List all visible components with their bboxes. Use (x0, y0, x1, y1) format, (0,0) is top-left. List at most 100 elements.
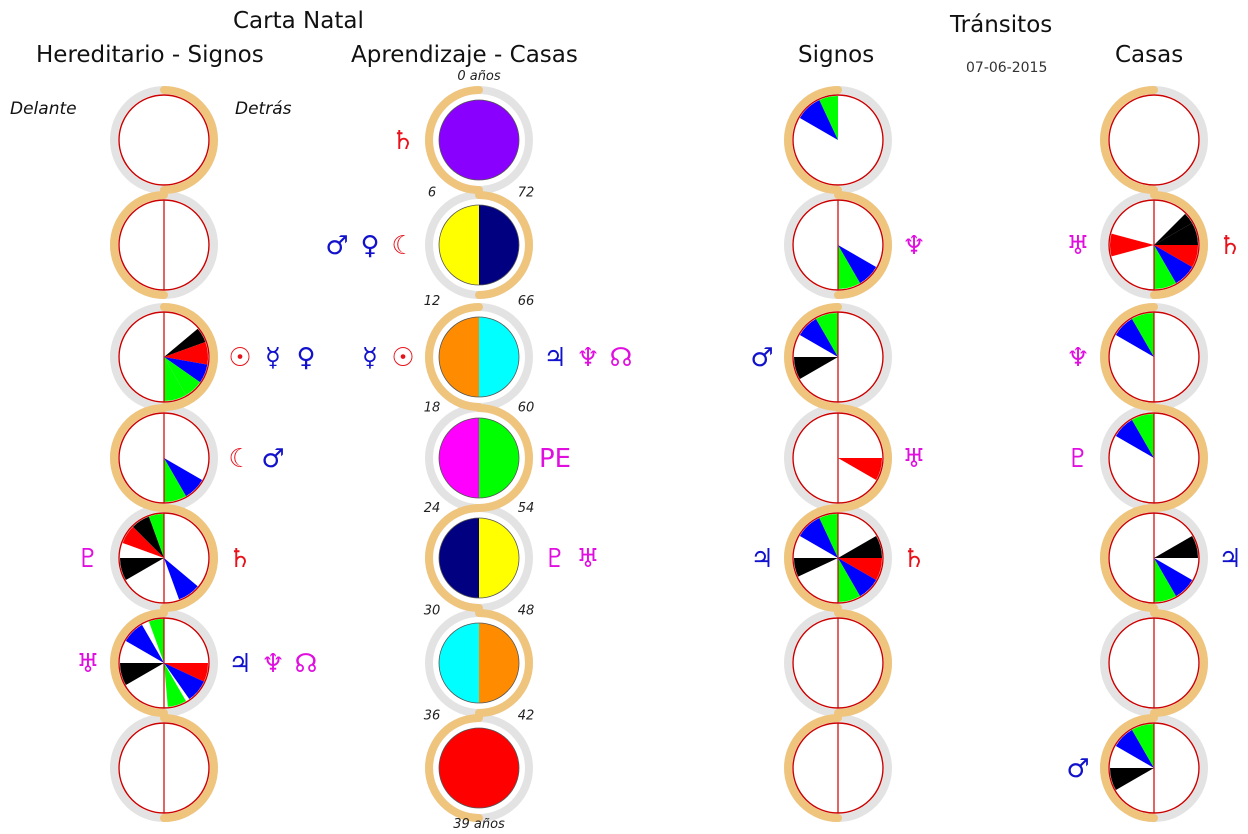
saturn-icon: ♄ (1218, 231, 1241, 261)
ribbon-segment (784, 303, 842, 411)
wheel-sector (1154, 536, 1198, 558)
disc-outline (438, 417, 520, 499)
signos-header: Signos (798, 42, 875, 68)
pe-label: PE (539, 444, 571, 474)
jupiter-icon: ♃ (543, 343, 566, 373)
wheel-sector (816, 313, 838, 357)
disc-outline (438, 204, 520, 286)
wheel-sector (148, 514, 164, 558)
disc-left-half (439, 518, 479, 598)
wheel-sector (1154, 245, 1193, 284)
wheel (118, 512, 210, 604)
disc-left-half (439, 205, 479, 285)
ribbon-segment (834, 191, 892, 299)
wheel-sector (120, 558, 164, 580)
wheel-face (118, 94, 210, 186)
wheel-sector (838, 558, 860, 602)
wheel (792, 617, 884, 709)
age-left-label: 30 (424, 604, 441, 619)
age-left-label: 18 (424, 401, 441, 416)
age-start-label: 0 años (457, 69, 501, 84)
wheel-sector (164, 357, 201, 396)
ribbon-segment (475, 191, 533, 299)
ribbon-segment (1100, 303, 1158, 411)
wheel (1108, 617, 1200, 709)
neptune-icon: ♆ (576, 343, 599, 373)
wheel-sector (1154, 558, 1176, 602)
ribbon-segment (1150, 404, 1208, 512)
hereditario-signos-column: ☉☿♀☾♂♇♄♅♃♆☊ (76, 86, 318, 822)
age-right-label: 48 (518, 604, 535, 619)
disc-left-half (439, 317, 479, 397)
age-end-label: 39 años (453, 817, 505, 832)
wheel (118, 412, 210, 504)
ribbon-segment (110, 191, 168, 299)
north-node-icon: ☊ (294, 649, 317, 679)
wheel-sector (1132, 313, 1154, 357)
wheel-sector (819, 95, 838, 140)
wheel (792, 311, 884, 403)
disc-right-half (479, 518, 519, 598)
ribbon-segment (834, 404, 892, 512)
disc-left-half (439, 418, 479, 498)
casas-header: Casas (1115, 42, 1184, 68)
wheel (118, 199, 210, 291)
disc-outline (438, 316, 520, 398)
uranus-icon: ♅ (576, 544, 599, 574)
wheel-sector (125, 624, 164, 663)
ribbon-segment (475, 404, 533, 512)
north-node-icon: ☊ (609, 343, 632, 373)
ribbon-segment (425, 303, 483, 411)
wheel-sector (794, 558, 838, 577)
ribbon-segment (425, 714, 483, 822)
house-disc (438, 727, 520, 809)
pluto-icon: ♇ (543, 544, 566, 574)
jupiter-icon: ♃ (228, 649, 251, 679)
venus-icon: ♀ (296, 343, 315, 373)
disc-right-half (479, 623, 519, 703)
wheel-sector (164, 357, 186, 401)
neptune-icon: ♆ (902, 231, 925, 261)
house-disc (438, 316, 520, 398)
transitos-signos-column: ♆♂♅♃♄ (750, 86, 926, 822)
wheel (118, 722, 210, 814)
wheel-sector (838, 558, 882, 580)
age-right-label: 72 (518, 186, 535, 201)
uranus-icon: ♅ (1066, 231, 1089, 261)
wheel-sector (1154, 223, 1198, 245)
house-disc (438, 517, 520, 599)
delante-label: Delante (10, 99, 77, 119)
ribbon-segment (1100, 86, 1158, 194)
wheel-face (1108, 94, 1200, 186)
wheel-sector (164, 663, 186, 707)
wheel (118, 311, 210, 403)
wheel-sector (838, 536, 882, 558)
wheel (118, 94, 210, 186)
wheel-sector (794, 357, 838, 379)
ribbon-segment (784, 504, 842, 612)
wheel-sector (1110, 768, 1154, 790)
wheel-sector (1154, 245, 1198, 267)
wheel (1108, 199, 1200, 291)
disc-right-half (479, 418, 519, 498)
transitos-date: 07-06-2015 (966, 60, 1048, 76)
disc-fill (438, 99, 520, 181)
wheel (792, 512, 884, 604)
wheel (792, 412, 884, 504)
wheel-sector (164, 458, 186, 502)
age-left-label: 36 (424, 709, 441, 724)
wheel (1108, 412, 1200, 504)
ribbon-segment (425, 504, 483, 612)
ribbon-segment (160, 86, 218, 194)
wheel-sector (132, 516, 164, 558)
wheel-sector (799, 100, 838, 140)
jupiter-icon: ♃ (750, 544, 773, 574)
pluto-icon: ♇ (1066, 444, 1089, 474)
house-disc (438, 204, 520, 286)
wheel (792, 199, 884, 291)
wheel-sector (819, 514, 838, 558)
ribbon-segment (160, 714, 218, 822)
wheel-sector (164, 341, 209, 365)
ribbon-segment (784, 86, 842, 194)
